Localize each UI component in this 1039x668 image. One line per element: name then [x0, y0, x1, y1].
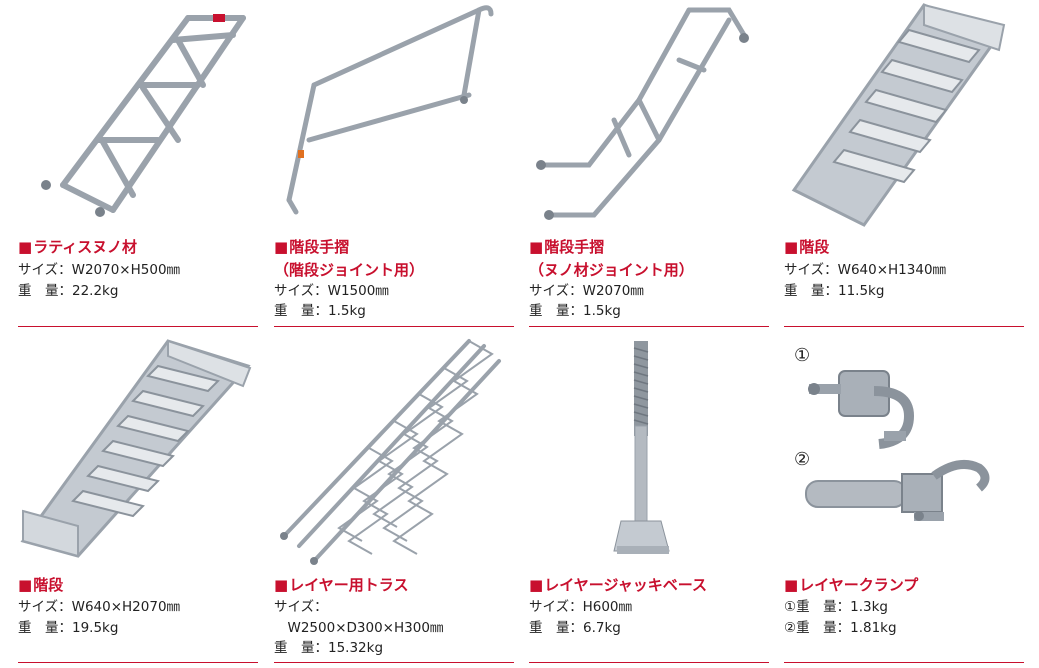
clamp-label-2: ②	[794, 449, 811, 470]
product-size: サイズ：W1500㎜	[274, 283, 389, 299]
divider	[529, 662, 769, 663]
product-weight: 重 量：15.32kg	[274, 640, 384, 656]
divider	[274, 326, 514, 327]
divider	[784, 326, 1024, 327]
product-weight: 重 量：1.5kg	[274, 303, 366, 319]
divider	[529, 326, 769, 327]
product-subtitle: （階段ジョイント用）	[274, 261, 425, 279]
product-subtitle: （ヌノ材ジョイント用）	[529, 261, 694, 279]
product-size: サイズ：W2070㎜	[529, 283, 644, 299]
truss-icon	[274, 336, 514, 571]
product-size: サイズ：W640×H2070㎜	[18, 599, 181, 615]
clamp-1-icon	[808, 370, 915, 449]
product-title: ■階段	[784, 238, 830, 256]
product-title: ■レイヤークランプ	[784, 576, 919, 594]
product-title: ■レイヤージャッキベース	[529, 576, 707, 594]
stair-handrail-icon	[274, 0, 514, 230]
clamp-icon	[784, 336, 1024, 571]
clamp-2-icon	[805, 459, 990, 521]
product-weight: 重 量：6.7kg	[529, 620, 621, 636]
product-size-label: サイズ：	[274, 599, 328, 615]
product-size: サイズ：H600㎜	[529, 599, 633, 615]
divider	[18, 662, 258, 663]
clamp-1-weight: ①重 量：1.3kg	[784, 599, 888, 615]
clamp-label-1: ①	[794, 345, 811, 366]
product-size: サイズ：W2070×H500㎜	[18, 262, 181, 278]
product-weight: 重 量：1.5kg	[529, 303, 621, 319]
divider	[274, 662, 514, 663]
product-size: W2500×D300×H300㎜	[274, 620, 444, 636]
product-weight: 重 量：19.5kg	[18, 620, 119, 636]
long-stair-icon	[18, 336, 258, 571]
product-weight: 重 量：22.2kg	[18, 283, 119, 299]
jack-base-icon	[529, 336, 769, 571]
divider	[18, 326, 258, 327]
ledger-handrail-icon	[529, 0, 769, 230]
lattice-brace-icon	[18, 0, 258, 230]
product-size: サイズ：W640×H1340㎜	[784, 262, 947, 278]
product-weight: 重 量：11.5kg	[784, 283, 885, 299]
product-title: ■階段	[18, 576, 64, 594]
product-title: ■階段手摺	[529, 238, 605, 256]
product-title: ■レイヤー用トラス	[274, 576, 409, 594]
divider	[784, 662, 1024, 663]
short-stair-icon	[784, 0, 1024, 230]
product-title: ■ラティスヌノ材	[18, 238, 137, 256]
clamp-2-weight: ②重 量：1.81kg	[784, 620, 897, 636]
product-title: ■階段手摺	[274, 238, 350, 256]
